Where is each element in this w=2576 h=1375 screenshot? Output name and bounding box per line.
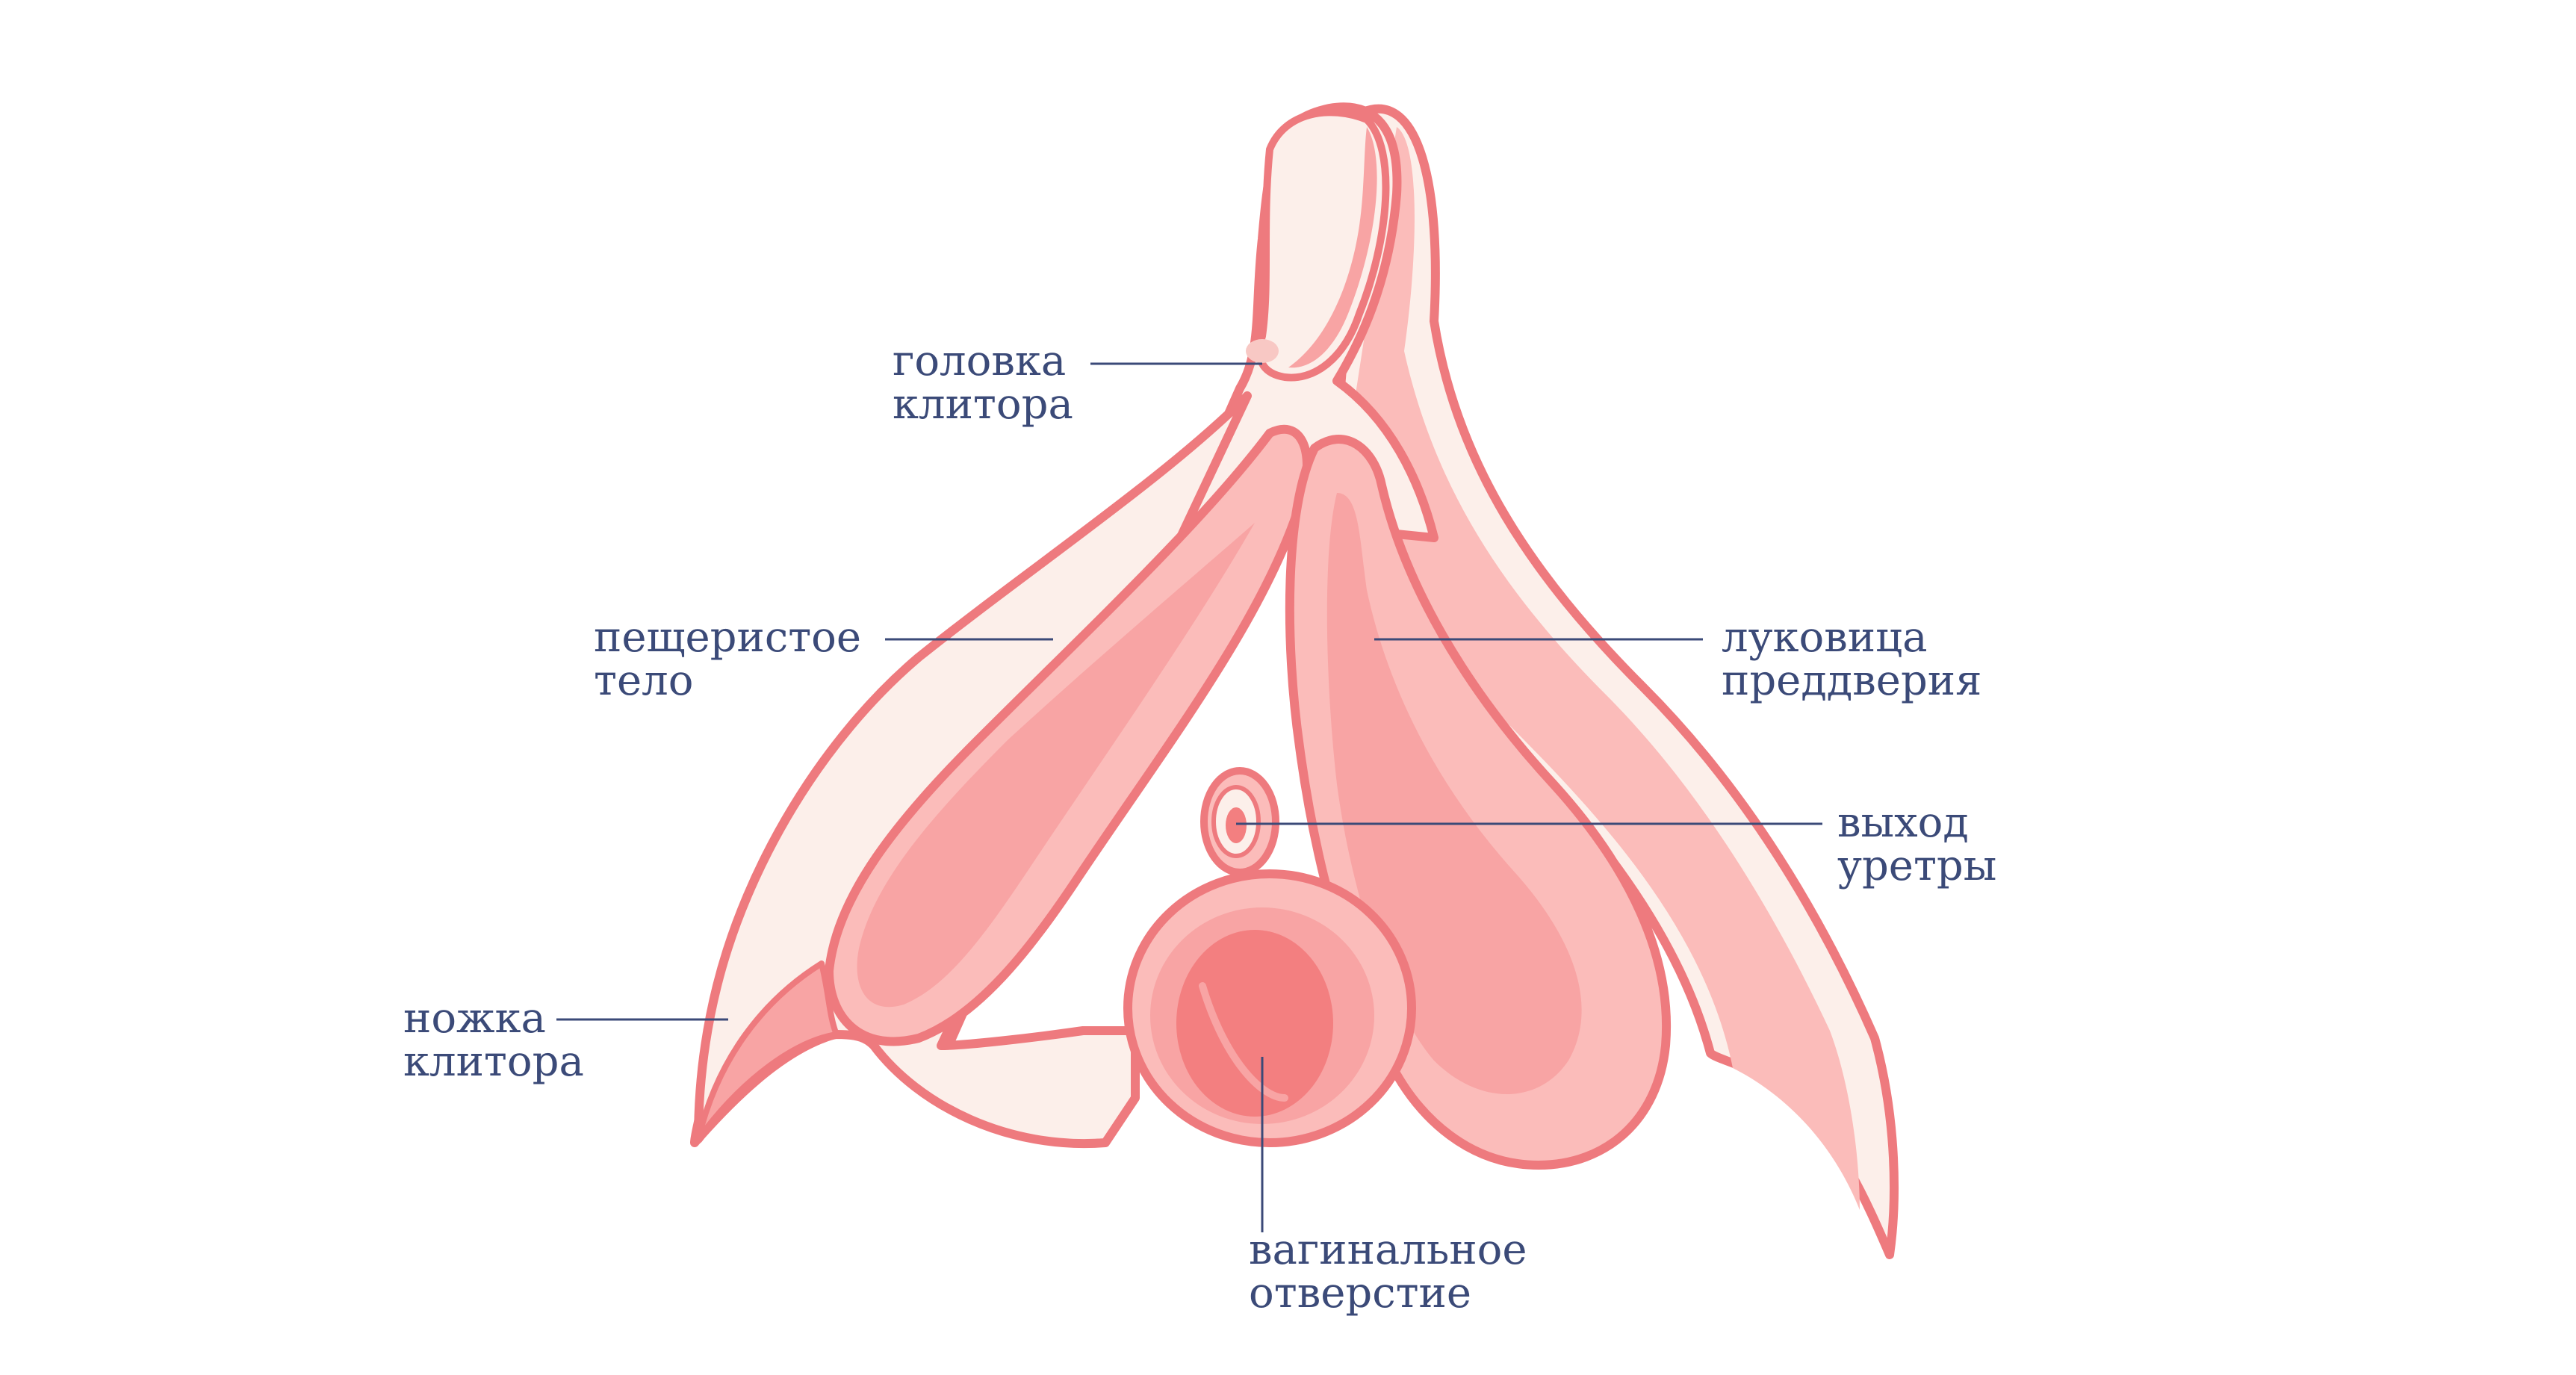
- label-bulb: луковица преддверия: [1722, 613, 1981, 705]
- urethra-opening: [1200, 767, 1279, 876]
- glans-inner: [1288, 127, 1377, 368]
- labels: головка клитора пещеристое тело луковица…: [403, 337, 1996, 1317]
- glans-shape: [1256, 108, 1390, 382]
- glans-tip-highlight: [1246, 339, 1279, 363]
- leader-lines: [556, 362, 1822, 1232]
- label-urethra: выход уретры: [1837, 798, 1996, 890]
- label-vagina: вагинальное отверстие: [1249, 1226, 1540, 1317]
- right-crus-inner: [1352, 127, 1860, 1210]
- left-bulb-inner: [857, 523, 1255, 1008]
- vaginal-opening: [1123, 869, 1416, 1147]
- label-crus: ножка клитора: [403, 994, 584, 1086]
- anatomy-illustration: [690, 102, 1899, 1259]
- label-corpus: пещеристое тело: [594, 613, 875, 705]
- label-glans: головка клитора: [893, 337, 1079, 429]
